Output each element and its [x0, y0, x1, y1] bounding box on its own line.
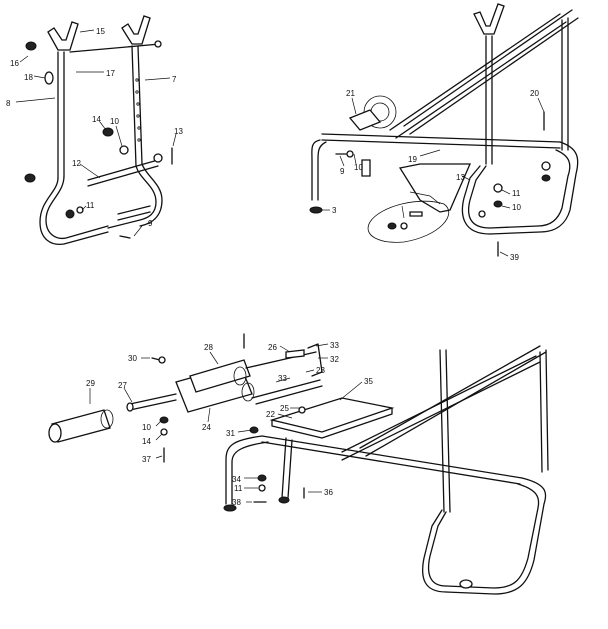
- callout-label: 23: [316, 366, 325, 375]
- seat-pad: [269, 397, 395, 433]
- callout-label: 9: [148, 219, 153, 228]
- callout-label: 31: [226, 429, 235, 438]
- callout-label: 27: [118, 381, 127, 390]
- callout-label: 11: [234, 484, 243, 493]
- left-v-yoke: [47, 21, 79, 51]
- callout-label: 33: [278, 374, 287, 383]
- callout-label: 16: [10, 59, 19, 68]
- callout-label: 7: [172, 75, 177, 84]
- callout-label: 36: [324, 488, 333, 497]
- callout-label: 18: [24, 73, 33, 82]
- callout-label: 38: [232, 498, 241, 507]
- callout-label: 22: [266, 410, 275, 419]
- callout-label: 30: [128, 354, 137, 363]
- callout-label: 39: [510, 253, 519, 262]
- callout-label: 21: [346, 89, 355, 98]
- callout-label: 8: [6, 99, 11, 108]
- callout-labels: 15 16 18 17 8 7 14 10 13 12 11 9 21 20 1…: [6, 27, 539, 507]
- callout-label: 33: [330, 341, 339, 350]
- callout-label: 11: [512, 189, 521, 198]
- callout-label: 11: [86, 201, 95, 210]
- seat-assembly-panel: [48, 333, 549, 595]
- callout-label: 29: [86, 379, 95, 388]
- callout-label: 13: [456, 173, 465, 182]
- callout-label: 37: [142, 455, 151, 464]
- callout-label: 12: [72, 159, 81, 168]
- callout-label: 24: [202, 423, 211, 432]
- callout-label: 19: [408, 155, 417, 164]
- callout-label: 14: [92, 115, 101, 124]
- callout-label: 20: [530, 89, 539, 98]
- callout-label: 13: [174, 127, 183, 136]
- callout-label: 25: [280, 404, 289, 413]
- callout-label: 35: [364, 377, 373, 386]
- callout-label: 28: [204, 343, 213, 352]
- callout-label: 10: [512, 203, 521, 212]
- callout-label: 3: [332, 206, 337, 215]
- callout-label: 26: [268, 343, 277, 352]
- callout-label: 15: [96, 27, 105, 36]
- right-v-yoke: [121, 15, 151, 45]
- callout-label: 34: [232, 475, 241, 484]
- callout-label: 10: [110, 117, 119, 126]
- callout-label: 10: [354, 163, 363, 172]
- upright-assembly-panel: [15, 15, 177, 246]
- callout-label: 17: [106, 69, 115, 78]
- callout-label: 32: [330, 355, 339, 364]
- callout-label: 9: [340, 167, 345, 176]
- callout-label: 14: [142, 437, 151, 446]
- callout-label: 10: [142, 423, 151, 432]
- frame-assembly-panel: [309, 3, 579, 257]
